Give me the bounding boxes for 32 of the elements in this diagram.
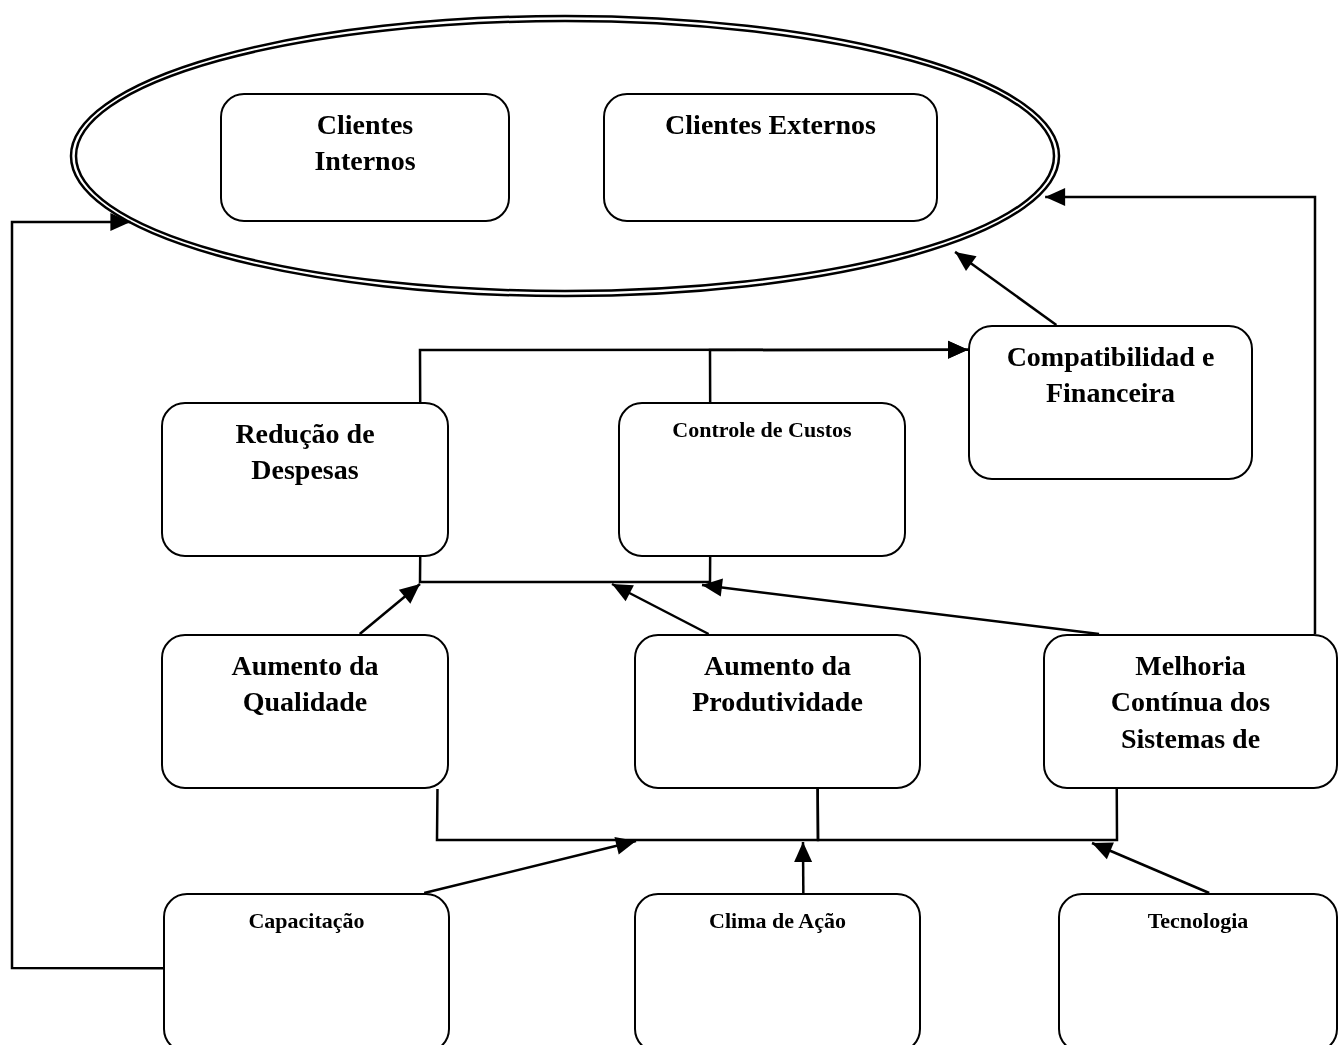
arrow [708,340,968,402]
process-box [618,402,906,557]
box-label: Controle de Custos [671,416,853,444]
box-label: Aumento da Qualidade [230,649,380,720]
process-box [163,893,450,1045]
process-box [1058,893,1338,1045]
process-box [161,402,449,557]
arrow [10,213,163,970]
process-box [634,893,921,1045]
process-box [634,634,921,789]
box-label: Clima de Ação [708,907,847,935]
arrow [611,582,710,636]
arrow [423,837,637,895]
box-label: Melhoria Contínua dos Sistemas de [1109,649,1272,756]
arrow [954,250,1058,326]
box-label: Tecnologia [1146,907,1250,935]
process-box [220,93,510,222]
arrow [358,583,421,635]
arrow [794,842,813,893]
box-label: Capacitação [247,907,366,935]
process-box [603,93,938,222]
box-label: Clientes Internos [313,108,417,179]
box-label: Clientes Externos [664,108,877,142]
box-label: Aumento da Produtividade [691,649,864,720]
process-box [968,325,1253,480]
process-box [161,634,449,789]
box-label: Redução de Despesas [234,417,376,488]
box-label: Compatibilidad e Financeira [1005,340,1216,411]
arrow [1045,187,1317,634]
arrow [1091,841,1210,895]
arrow [701,578,1100,636]
process-box [1043,634,1338,789]
